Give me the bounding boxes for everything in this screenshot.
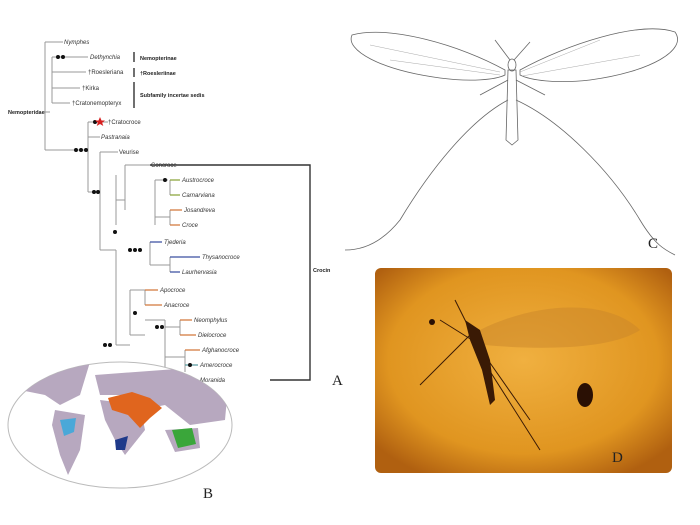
phylogenetic-tree [44, 41, 311, 381]
taxon-label: Laurhervasia [182, 270, 217, 276]
taxon-label: Anacroce [163, 303, 190, 309]
taxon-label: Austrocroce [181, 178, 215, 184]
taxon-label: †Cratonemopteryx [72, 101, 121, 107]
subfamily-label: †Roesleriinae [140, 71, 176, 77]
taxon-labels: Nymphes Dethynchia †Roesleriana †Kirka †… [64, 40, 240, 384]
taxon-label: †Cratocroce [108, 120, 141, 126]
taxon-label: Neomphylus [194, 318, 227, 324]
taxon-label: Afghanocroce [201, 348, 240, 354]
tribe-label: Crocin [313, 268, 331, 274]
taxon-label: Croce [182, 223, 199, 229]
taxon-label: †Kirka [82, 86, 100, 92]
panel-label-d: D [612, 450, 623, 466]
amber-fossil-photo [375, 268, 672, 473]
taxon-label: Apocroce [159, 288, 186, 294]
distribution-map [7, 361, 233, 489]
family-label: Nemopteridae [8, 110, 45, 116]
subfamily-label: Nemopterinae [140, 56, 177, 62]
panel-label-b: B [203, 486, 213, 502]
taxon-label: Pastranaia [101, 135, 130, 141]
taxon-label: Carnarviana [182, 193, 215, 199]
panel-label-a: A [332, 373, 343, 389]
insect-line-drawing [344, 28, 678, 256]
taxon-label: †Roesleriana [88, 70, 124, 76]
panel-label-c: C [648, 236, 658, 252]
taxon-label: Tjederia [164, 240, 186, 246]
taxon-label: Amerocroce [199, 363, 233, 369]
taxon-label: Moranida [200, 378, 226, 384]
taxon-label: Josandreva [183, 208, 216, 214]
subfamily-label: Subfamily incertae sedis [140, 93, 205, 99]
star-icon [95, 117, 105, 126]
taxon-label: Veurise [119, 150, 140, 156]
taxon-label: Concroce [151, 163, 177, 169]
taxon-label: Dethynchia [90, 55, 121, 61]
taxon-label: Nymphes [64, 40, 89, 46]
taxon-label: Dielocroce [198, 333, 227, 339]
taxon-label: Thysanocroce [202, 255, 240, 261]
